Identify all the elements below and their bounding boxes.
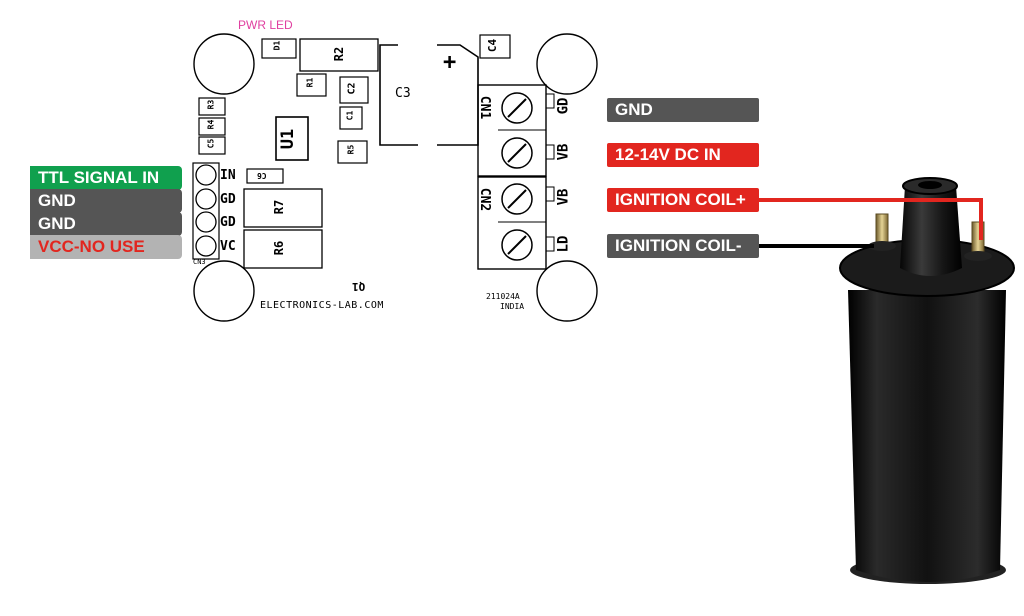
d1-outline	[261, 38, 297, 59]
ttl-signal-in-label: TTL SIGNAL IN	[30, 166, 182, 190]
cn3-pin	[195, 188, 217, 210]
cn3-pin-label-vc: VC	[220, 239, 236, 254]
r3-label: R3	[206, 99, 216, 110]
screw-slot	[507, 235, 527, 255]
r4-label: R4	[206, 119, 216, 130]
coil-tower	[900, 186, 962, 276]
r6-label: R6	[272, 240, 287, 256]
c2-label: C2	[346, 82, 358, 95]
cn2-pin-label-vb: VB	[555, 188, 572, 206]
q1-label: Q1	[352, 280, 366, 293]
r1-label: R1	[305, 77, 315, 88]
gnd-terminal-label: GND	[607, 98, 759, 122]
u1-label: U1	[278, 128, 299, 150]
cn2-label: CN2	[477, 187, 493, 212]
c5-outline	[198, 136, 226, 155]
terminal-tab	[545, 144, 555, 160]
mounting-hole	[536, 33, 598, 95]
screw-slot	[507, 143, 527, 163]
ignition-coil-plus-label: IGNITION COIL+	[607, 188, 759, 212]
board-code: 211024A	[486, 292, 520, 301]
cn1-label: CN1	[477, 95, 493, 120]
vcc-no-use-label: VCC-NO USE	[30, 235, 182, 259]
cn3-pin-label-gd: GD	[220, 192, 236, 207]
cn3-pin	[195, 211, 217, 233]
screw-slot	[507, 189, 527, 209]
c3-label: C3	[395, 86, 411, 101]
c4-outline	[479, 34, 511, 59]
website-label: ELECTRONICS-LAB.COM	[260, 300, 384, 311]
mounting-hole	[536, 260, 598, 322]
board-origin: INDIA	[500, 302, 525, 311]
ignition-coil-plus-wire	[758, 198, 983, 240]
terminal-tab	[545, 93, 555, 109]
ignition-coil-minus-label: IGNITION COIL-	[607, 234, 759, 258]
c1-outline	[339, 106, 363, 130]
cn3-outline	[192, 162, 220, 260]
pwr-led-label: PWR LED	[238, 18, 293, 32]
c3-outline	[379, 44, 479, 146]
gnd-label: GND	[30, 212, 182, 236]
cn3-pin-label-gd: GD	[220, 215, 236, 230]
cn3-pin	[195, 235, 217, 257]
coil-tower-hole	[918, 181, 942, 189]
cn2-outline	[477, 176, 547, 270]
cn3-pin	[195, 164, 217, 186]
cn1-pin-label-vb: VB	[555, 143, 572, 161]
r2-outline	[299, 38, 379, 72]
c6-label: C6	[257, 171, 267, 180]
cn1-pin-label-gd: GD	[555, 97, 572, 115]
r4-outline	[198, 117, 226, 136]
d1-label: D1	[272, 40, 282, 51]
c4-label: C4	[486, 38, 500, 53]
mounting-hole	[193, 33, 255, 95]
r3-outline	[198, 97, 226, 116]
c5-label: C5	[206, 138, 216, 149]
r7-outline	[243, 188, 323, 228]
u1-outline	[275, 116, 309, 161]
cn3-pin-label-in: IN	[220, 168, 236, 183]
mounting-hole	[193, 260, 255, 322]
cn3-label: CN3	[193, 258, 206, 266]
screw-slot	[507, 98, 527, 118]
c1-label: C1	[345, 110, 355, 121]
coil-body	[848, 290, 1006, 582]
coil-terminal-nut	[868, 241, 896, 251]
r6-outline	[243, 229, 323, 269]
c2-outline	[339, 76, 369, 104]
c3-plus-sign: +	[443, 50, 457, 75]
r5-outline	[337, 140, 368, 164]
r7-label: R7	[272, 199, 287, 215]
gnd-label: GND	[30, 189, 182, 213]
r5-label: R5	[346, 144, 356, 155]
c6-outline	[246, 168, 284, 184]
terminal-tab	[545, 186, 555, 202]
coil-terminal-nut	[964, 251, 992, 261]
terminal-tab	[545, 236, 555, 252]
cn2-pin-label-ld: LD	[555, 235, 572, 253]
r1-outline	[296, 73, 327, 97]
dc-in-label: 12-14V DC IN	[607, 143, 759, 167]
r2-label: R2	[332, 46, 347, 62]
